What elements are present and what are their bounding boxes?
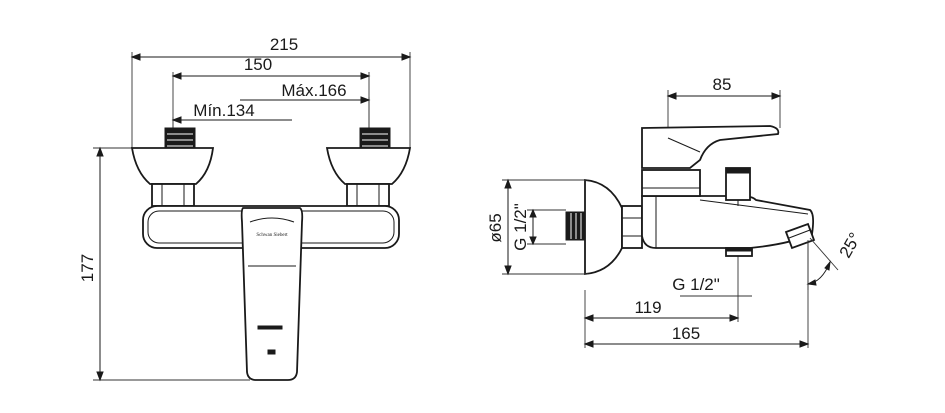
dim-min: Mín.134 [171, 101, 292, 124]
side-body [641, 195, 815, 249]
lever-handle: Schwan Siebert [240, 207, 304, 381]
dim-max-label: Máx.166 [281, 81, 346, 100]
dim-angle: 25° [806, 229, 865, 290]
dim-165-label: 165 [672, 324, 700, 343]
dim-177-label: 177 [78, 254, 97, 282]
left-eccentric [130, 127, 215, 207]
dim-diameter: ø65 [486, 178, 588, 276]
dim-85: 85 [666, 75, 782, 100]
inlet-thread-label: G 1/2" [511, 203, 530, 251]
inlet-thread: G 1/2" [511, 203, 586, 251]
dim-max: Máx.166 [240, 81, 371, 104]
dim-85-label: 85 [713, 75, 732, 94]
cartridge-housing [641, 169, 701, 197]
dim-150-label: 150 [244, 55, 272, 74]
right-eccentric [325, 127, 412, 207]
outlet-thread-label: G 1/2" [672, 275, 720, 294]
dim-215: 215 [130, 35, 412, 61]
lever-handle-side [641, 125, 780, 169]
dim-119: 119 [583, 298, 740, 322]
hex-nut [621, 205, 643, 249]
dim-diameter-label: ø65 [486, 213, 505, 242]
wall-rosette [584, 179, 623, 275]
dim-177: 177 [78, 146, 250, 382]
front-view: 215 150 Máx.166 Mín.134 177 [78, 35, 412, 382]
dim-215-label: 215 [270, 35, 298, 54]
diverter-knob [725, 167, 751, 206]
dim-119-label: 119 [634, 298, 661, 317]
dim-165: 165 [583, 324, 810, 348]
dim-min-label: Mín.134 [193, 101, 254, 120]
shower-outlet: G 1/2" [672, 247, 753, 297]
dim-angle-label: 25° [836, 229, 865, 261]
side-view: 85 ø65 G 1/2" [486, 75, 865, 348]
spout-aerator [784, 222, 816, 250]
dim-150: 150 [171, 55, 371, 80]
brand-text: Schwan Siebert [256, 233, 288, 238]
